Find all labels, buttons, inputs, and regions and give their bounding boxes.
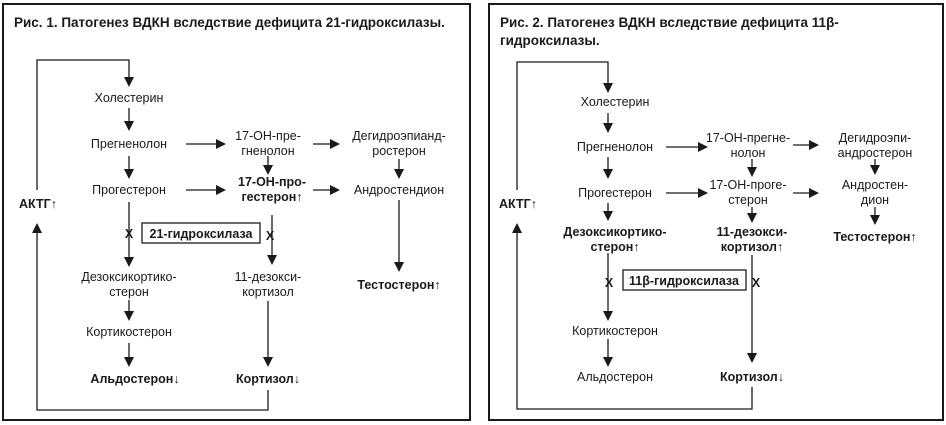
label-17oh-progesterone-1: 17-OH-про- [238,175,306,189]
label-cortisol: Кортизол↓ [236,372,300,386]
figure-1-panel: Рис. 1. Патогенез ВДКН вследствие дефици… [2,3,471,421]
label-deoxycorticosterone-2: стерон↑ [590,240,639,254]
acth-feed-line [36,59,130,190]
label-deoxycortisol-1: 11-дезокси- [235,270,302,284]
arrowhead [124,357,134,367]
enzyme-21-hydroxylase-box [141,222,261,244]
label-deoxycortisol-1: 11-дезокси- [717,225,788,239]
figure-2-diagram: Холестерин Прегненолон Прогестерон 17-OH… [499,61,917,410]
arrowhead [747,353,757,363]
figure-2-panel: Рис. 2. Патогенез ВДКН вследствие дефици… [488,3,944,421]
block-mark-right: X [752,276,761,290]
arrowhead [267,255,277,265]
label-17oh-progesterone-2: стерон [728,193,768,207]
label-dhea-1: Дегидроэпианд- [352,129,446,143]
label-androstenedione-1: Андростен- [842,178,908,192]
label-cortisol: Кортизол↓ [720,370,784,384]
arrowhead [330,185,340,195]
label-androstenedione-2: дион [861,193,889,207]
label-enzyme-11b-hydroxylase: 11β-гидроксилаза [629,274,740,288]
label-cholesterol: Холестерин [95,91,164,105]
label-pregnenolone: Прегненолон [91,137,167,151]
figure-1-diagram: Холестерин Прегненолон Прогестерон 17-OH… [19,59,446,411]
arrowhead [394,262,404,272]
arrowhead [603,357,613,367]
figure-1-caption: Рис. 1. Патогенез ВДКН вследствие дефици… [14,15,445,30]
label-17oh-pregnenolone-1: 17-OH-пре- [235,129,301,143]
acth-feedback-line [516,227,753,410]
arrowhead [603,169,613,179]
label-cholesterol: Холестерин [581,95,650,109]
arrowhead [394,169,404,179]
label-dhea-2: ростерон [372,144,426,158]
arrowhead [263,165,273,175]
arrowhead [124,257,134,267]
arrowhead [216,139,226,149]
arrowhead [512,223,522,233]
block-mark-left: X [605,276,614,290]
arrowhead [124,311,134,321]
arrowhead [603,83,613,93]
label-deoxycortisol-2: кортизол↑ [721,240,783,254]
arrowhead [32,223,42,233]
arrowhead [124,169,134,179]
arrowhead [809,140,819,150]
label-deoxycorticosterone-1: Дезоксикортико- [563,225,666,239]
arrowhead [809,188,819,198]
label-androstenedione: Андростендион [354,183,444,197]
arrowhead [870,215,880,225]
label-progesterone: Прогестерон [92,183,166,197]
label-pregnenolone: Прегненолон [577,140,653,154]
arrowhead [603,211,613,221]
label-corticosterone: Кортикостерон [86,325,172,339]
label-deoxycorticosterone-1: Дезоксикортико- [81,270,176,284]
arrowhead [263,357,273,367]
label-dhea-1: Дегидроэпи- [839,131,911,145]
label-17oh-progesterone-1: 17-OH-проге- [709,178,786,192]
label-17oh-pregnenolone-1: 17-OH-прегне- [706,131,790,145]
label-aldosterone: Альдостерон↓ [90,372,179,386]
arrowhead [603,311,613,321]
block-mark-left: X [125,227,134,241]
label-deoxycortisol-2: кортизол [242,285,294,299]
label-17oh-progesterone-2: гестерон↑ [241,190,302,204]
arrowhead [747,167,757,177]
arrowhead [870,165,880,175]
label-progesterone: Прогестерон [578,186,652,200]
label-aldosterone: Альдостерон [577,370,653,384]
label-testosterone: Тестостерон↑ [357,278,440,292]
arrowhead [747,213,757,223]
label-deoxycorticosterone-2: стерон [109,285,149,299]
label-17oh-pregnenolone-2: гненолон [241,144,294,158]
label-testosterone: Тестостерон↑ [833,230,916,244]
label-dhea-2: андростерон [838,146,913,160]
label-acth: АКТГ↑ [499,197,537,211]
figure-2-caption: Рис. 2. Патогенез ВДКН вследствие дефици… [500,15,839,48]
arrowhead [603,123,613,133]
block-mark-right: X [266,229,275,243]
arrowhead [124,121,134,131]
label-acth: АКТГ↑ [19,197,57,211]
label-enzyme-21-hydroxylase: 21-гидроксилаза [150,227,254,241]
arrowhead [330,139,340,149]
arrowhead [216,185,226,195]
acth-feed-line [516,61,609,190]
enzyme-11b-hydroxylase-box [622,269,747,291]
label-corticosterone: Кортикостерон [572,324,658,338]
label-17oh-pregnenolone-2: нолон [731,146,766,160]
arrowhead [124,77,134,87]
acth-feedback-line [36,227,269,411]
arrowhead [698,188,708,198]
arrowhead [698,142,708,152]
